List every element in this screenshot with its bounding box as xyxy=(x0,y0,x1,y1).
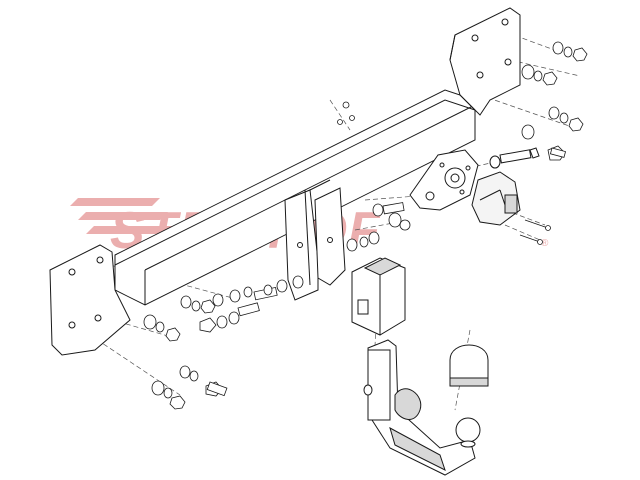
tow-ball-arm xyxy=(363,339,481,476)
tow-ball-cap xyxy=(449,344,489,387)
electrical-socket-assembly xyxy=(409,147,540,226)
registered-mark: ® xyxy=(541,238,549,249)
bracket-bolts xyxy=(346,202,411,252)
right-mounting-plate xyxy=(449,7,521,116)
receiver-bracket xyxy=(351,257,406,336)
steinhof-stripes-logo xyxy=(70,198,176,234)
center-brackets xyxy=(284,187,346,301)
right-fasteners xyxy=(521,41,588,161)
lower-left-fasteners xyxy=(143,275,304,410)
left-mounting-plate xyxy=(49,244,131,356)
socket-screws xyxy=(519,219,551,245)
top-center-bolts xyxy=(337,101,355,125)
